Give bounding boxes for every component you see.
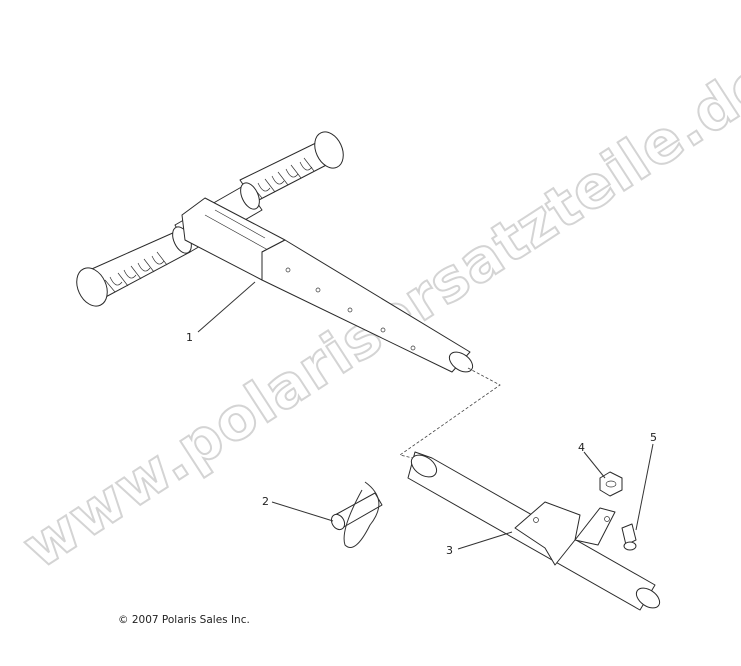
callout-2: 2 [262, 495, 269, 508]
callout-1: 1 [186, 331, 193, 344]
leader-line-4 [583, 451, 606, 479]
assembly-dashed-line [399, 367, 501, 463]
nut-part-4[interactable] [599, 471, 623, 497]
leader-line-3 [457, 531, 513, 550]
callout-3: 3 [446, 544, 453, 557]
copyright-text: © 2007 Polaris Sales Inc. [118, 614, 250, 626]
callout-4: 4 [578, 441, 585, 454]
callout-5: 5 [650, 431, 657, 444]
mount-tube-part-3[interactable] [407, 451, 663, 612]
leader-line-5 [635, 443, 654, 531]
leader-line-1 [197, 281, 256, 333]
handlebar-part-1[interactable] [71, 127, 476, 376]
bolt-part-5[interactable] [621, 523, 637, 551]
pin-clip-part-2[interactable] [329, 481, 383, 548]
leader-line-2 [271, 501, 334, 522]
